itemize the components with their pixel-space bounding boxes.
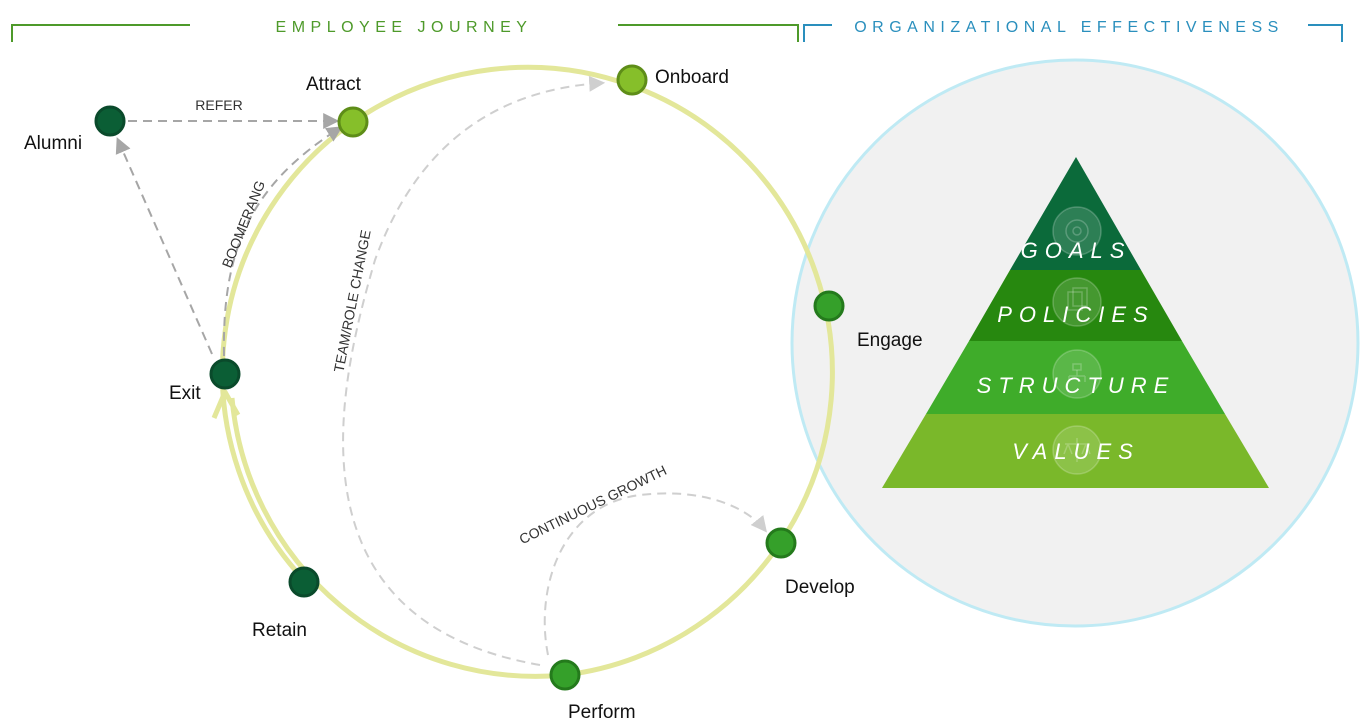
alumni-label: Alumni xyxy=(24,133,82,154)
exit-to-alumni-arrow xyxy=(115,137,213,355)
effectiveness-header-bracket xyxy=(803,24,1343,42)
refer-label: REFER xyxy=(195,97,242,113)
continuous-growth-label: CONTINUOUS GROWTH xyxy=(517,462,669,547)
exit-node xyxy=(209,358,241,390)
goals-tier xyxy=(1010,157,1141,270)
continuous-growth-arrow xyxy=(543,492,768,656)
journey-cycle-ring xyxy=(219,64,835,679)
alumni-node xyxy=(94,105,126,137)
structure-tier xyxy=(926,341,1225,414)
team-role-change-label: TEAM/ROLE CHANGE xyxy=(330,228,373,373)
effectiveness-pyramid: GOALS POLICIES STRUCTURE VALUES xyxy=(882,157,1269,488)
perform-label: Perform xyxy=(568,702,636,720)
target-icon xyxy=(1052,206,1102,256)
exit-label: Exit xyxy=(169,383,201,404)
develop-label: Develop xyxy=(785,577,855,598)
policies-tier xyxy=(969,270,1182,341)
journey-header-bracket xyxy=(11,24,799,42)
onboard-label: Onboard xyxy=(655,67,729,88)
retain-label: Retain xyxy=(252,620,307,641)
perform-node xyxy=(549,659,581,691)
onboard-node xyxy=(616,64,648,96)
cycle-arrowhead xyxy=(211,389,241,419)
values-label: VALUES xyxy=(1012,439,1140,464)
employee-journey-header: EMPLOYEE JOURNEY xyxy=(276,19,533,36)
boomerang-arrow xyxy=(222,126,343,357)
scales-icon xyxy=(1052,425,1102,475)
values-tier xyxy=(882,414,1269,488)
engage-label: Engage xyxy=(857,330,923,351)
retain-node xyxy=(288,566,320,598)
attract-label: Attract xyxy=(306,74,362,95)
engage-node xyxy=(813,290,845,322)
structure-label: STRUCTURE xyxy=(977,373,1176,398)
organizational-effectiveness-header: ORGANIZATIONAL EFFECTIVENESS xyxy=(854,19,1284,36)
develop-node xyxy=(765,527,797,559)
policies-label: POLICIES xyxy=(997,302,1154,327)
goals-label: GOALS xyxy=(1021,238,1132,263)
team-role-change-arrow xyxy=(342,75,606,666)
org-chart-icon xyxy=(1052,349,1102,399)
documents-icon xyxy=(1052,277,1102,327)
attract-node xyxy=(337,106,369,138)
